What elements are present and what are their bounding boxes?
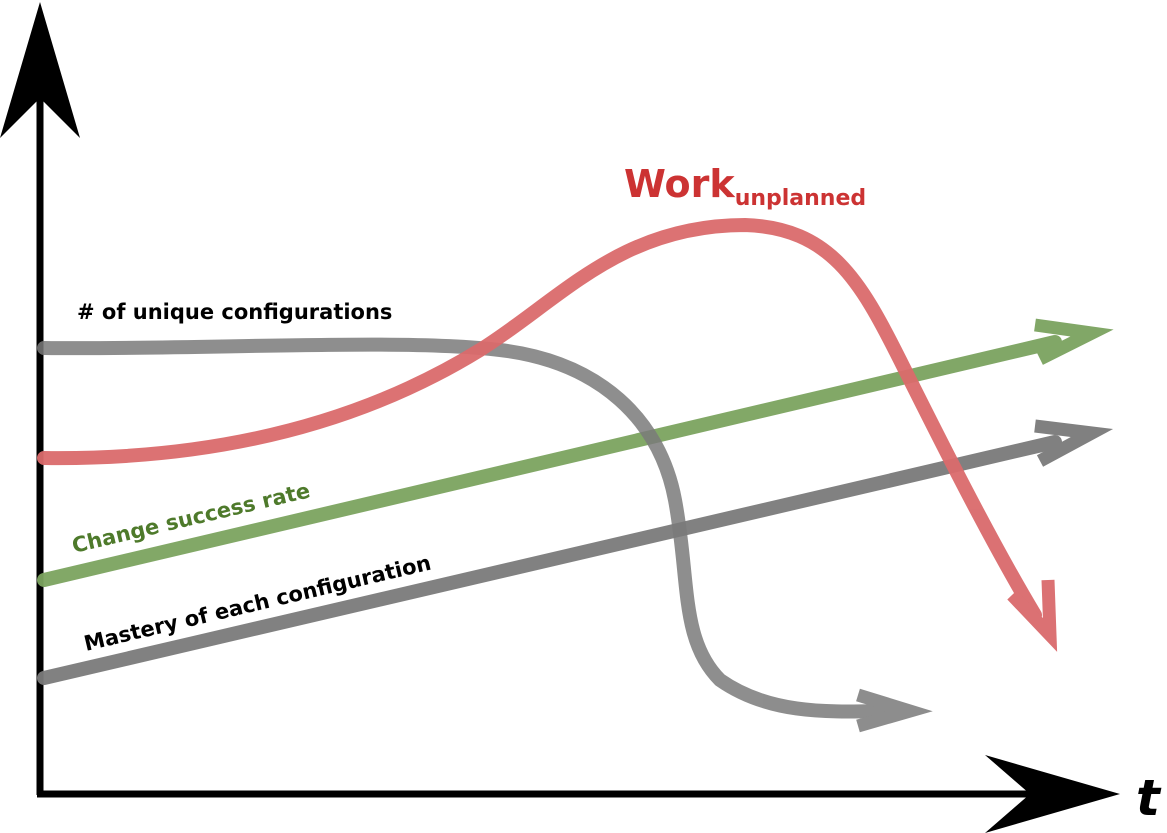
work-curve [37, 217, 1058, 652]
configurations-line [37, 337, 892, 719]
configurations-label: # of unique configurations [77, 300, 392, 324]
mastery-line [37, 435, 1062, 685]
success-arrowhead [1034, 318, 1114, 365]
configurations-curve [37, 337, 933, 733]
success-curve [37, 318, 1114, 587]
success-line [37, 335, 1062, 587]
x-axis-arrowhead [985, 755, 1120, 833]
mastery-arrowhead [1034, 419, 1114, 467]
x-axis-label: t [1136, 769, 1162, 827]
configurations-arrowhead [856, 688, 933, 733]
work-label-sub: unplanned [735, 186, 866, 211]
y-axis-arrowhead [0, 2, 80, 138]
work-line [37, 217, 1042, 622]
work-arrowhead [1007, 579, 1058, 652]
work-label: Workunplanned [624, 162, 866, 211]
mastery-curve [37, 419, 1114, 685]
work-label-main: Work [624, 162, 735, 206]
